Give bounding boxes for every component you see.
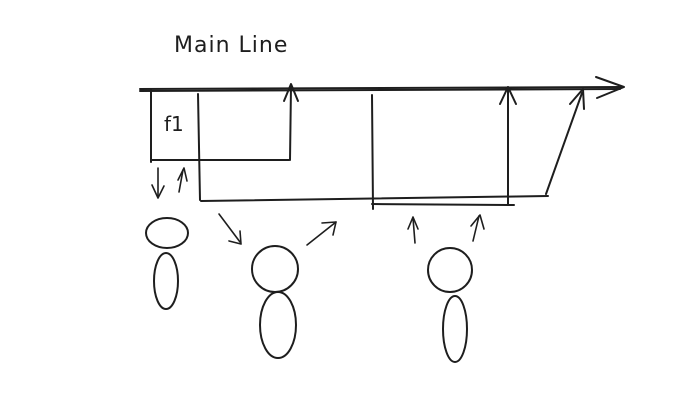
- arrow-up-right-person-3: [470, 214, 485, 242]
- branch-f1-box: [150, 83, 299, 163]
- person-1-icon: [145, 217, 189, 310]
- arrow-down-to-person-1: [151, 167, 165, 199]
- arrow-up-from-person-2: [306, 221, 337, 246]
- main-line-arrow: [139, 76, 625, 99]
- person-3-icon: [427, 247, 473, 363]
- diagram-title: Main Line: [174, 33, 288, 58]
- arrow-up-from-person-1: [177, 167, 188, 193]
- lower-branch-line: [200, 86, 585, 210]
- person-2-icon: [251, 245, 299, 359]
- arrow-down-to-person-2: [218, 213, 242, 245]
- branch-f1-label: f1: [164, 112, 184, 136]
- branch-divider-line: [197, 93, 201, 201]
- arrow-up-left-person-3: [407, 216, 419, 244]
